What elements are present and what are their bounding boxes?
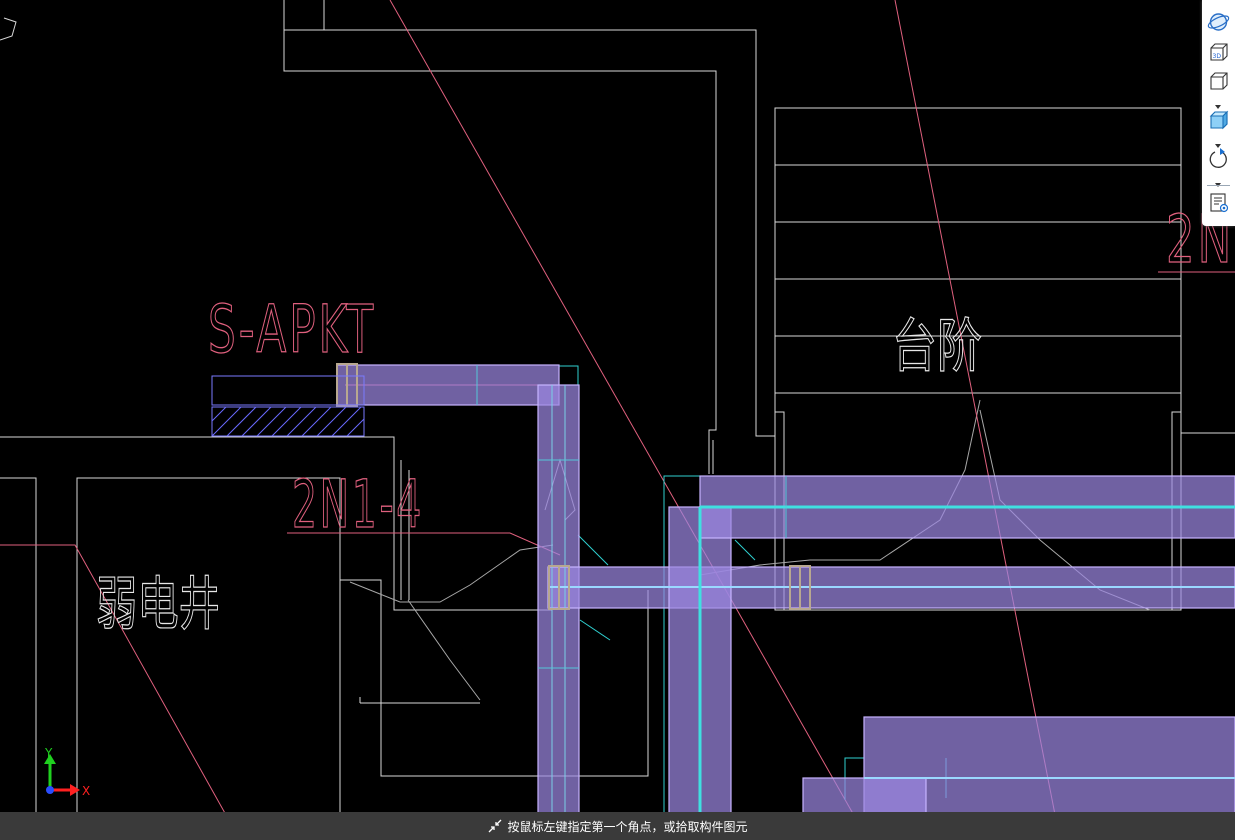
orbit-icon: [1207, 13, 1230, 31]
rotate-icon: [1209, 148, 1227, 168]
toolbar-divider: [1207, 185, 1230, 186]
pipe-curves: [349, 399, 1151, 701]
chevron-down-icon: [1215, 144, 1221, 148]
shaded-cube-icon: [1209, 110, 1229, 130]
tray-fittings: [336, 363, 811, 610]
svg-text:3D: 3D: [1213, 53, 1222, 60]
orbit-button[interactable]: [1206, 10, 1231, 34]
tray-centerlines: [476, 365, 1235, 840]
crosshair-arrows-icon: [489, 819, 502, 833]
properties-view-button[interactable]: [1206, 191, 1231, 215]
command-prompt-text: 按鼠标左键指定第一个角点，或拾取构件图元: [507, 819, 748, 834]
axis-x-label: X: [82, 784, 90, 798]
display-mode-button[interactable]: [1206, 108, 1231, 132]
shaft-name-label: 弱电井: [96, 570, 220, 638]
circuit-tag-label: 2N1-4: [292, 466, 424, 543]
panel-block: [211, 375, 365, 437]
view-toolbar: 3D: [1202, 0, 1235, 226]
ucs-axis-icon: Y X: [44, 746, 90, 798]
view-cube-button[interactable]: [1206, 69, 1231, 93]
rotate-button[interactable]: [1206, 146, 1231, 170]
panel-tag-label: S-APKT: [208, 291, 376, 368]
display-mode-dropdown[interactable]: [1213, 135, 1223, 148]
tray-left-vertical: [537, 384, 580, 840]
rotate-dropdown[interactable]: [1213, 174, 1223, 187]
3d-box-icon: 3D: [1210, 43, 1228, 61]
steps-name-label: 台阶: [892, 312, 982, 380]
chevron-down-icon: [1215, 105, 1221, 109]
3d-view-button[interactable]: 3D: [1206, 40, 1231, 64]
cable-trays: [336, 364, 1235, 840]
view-cube-dropdown[interactable]: [1213, 96, 1223, 109]
properties-view-icon: [1210, 193, 1229, 213]
axis-y-label: Y: [44, 746, 53, 760]
tray-upper-horizontal: [336, 364, 560, 406]
view-cube-icon: [1210, 72, 1228, 90]
command-prompt-bar: 按鼠标左键指定第一个角点，或拾取构件图元: [0, 812, 1235, 840]
